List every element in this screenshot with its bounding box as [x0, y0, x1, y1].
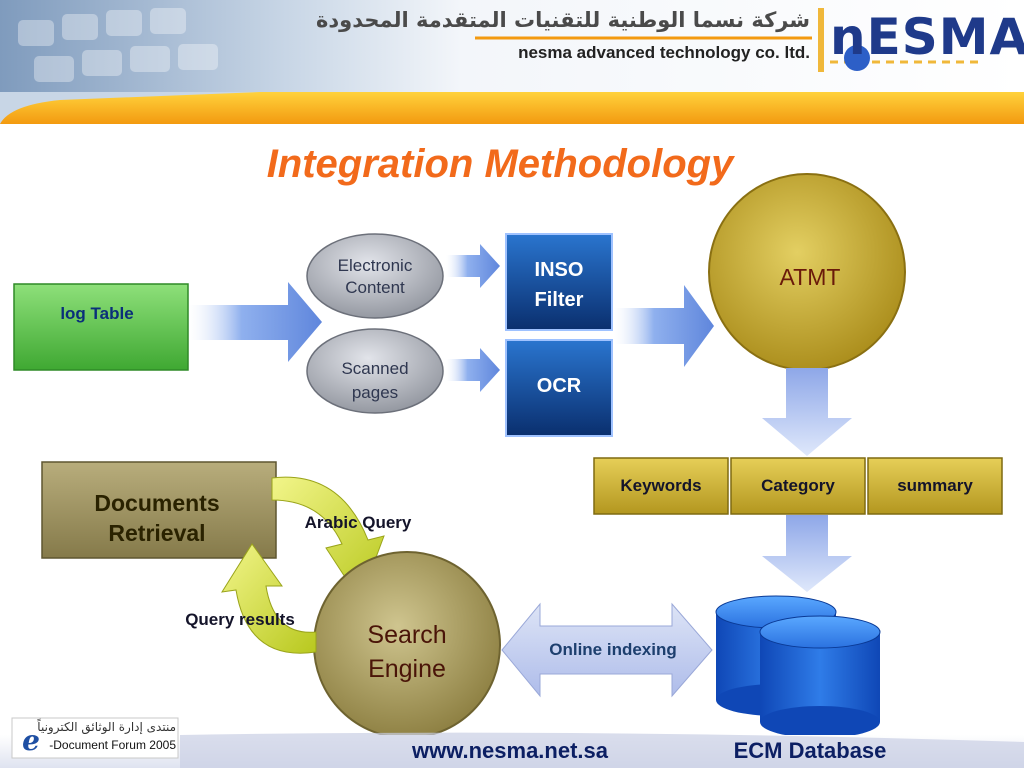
keywords-box [593, 457, 729, 515]
search-engine-label: Search Engine [367, 621, 447, 683]
inso-filter-box [505, 233, 613, 331]
company-name-arabic: شركة نسما الوطنية للتقنيات المتقدمة المح… [316, 8, 810, 32]
company-name-english: nesma advanced technology co. ltd. [518, 43, 810, 62]
arrow-log-to-content [188, 282, 322, 362]
electronic-content-oval [306, 233, 444, 319]
forum-name-arabic: منتدى إدارة الوثائق الكترونياً [37, 720, 176, 734]
online-indexing-label: Online indexing [549, 640, 677, 659]
header-corner [0, 92, 260, 124]
arrow-metadata-to-database [762, 515, 852, 592]
ecm-database-label: ECM Database [733, 738, 887, 763]
arrow-scanned-to-ocr [446, 348, 500, 392]
footer-swoosh [180, 732, 1024, 768]
documents-retrieval-label: Documents Retrieval [94, 490, 220, 546]
forum-logo-icon: e [22, 724, 40, 757]
summary-box [867, 457, 1003, 515]
page-title: Integration Methodology [266, 142, 734, 186]
arabic-query-label: Arabic Query [304, 513, 412, 532]
database-icon [715, 595, 881, 738]
log-table-box [13, 283, 189, 371]
arrow-content-to-inso [446, 244, 500, 288]
header-accent-bar [0, 92, 1024, 124]
category-box [730, 457, 866, 515]
scanned-pages-label: Scanned pages [341, 359, 409, 402]
website-link[interactable]: www.nesma.net.sa [411, 738, 609, 763]
arrow-online-indexing [501, 602, 713, 698]
ocr-box [505, 339, 613, 437]
logo-globe-icon [844, 45, 870, 71]
keywords-label: Keywords [620, 476, 702, 495]
category-label: Category [761, 476, 835, 495]
documents-retrieval-box [41, 461, 277, 559]
electronic-content-label: Electronic Content [337, 256, 413, 297]
arrow-atmt-to-metadata [762, 368, 852, 456]
atmt-label: ATMT [779, 264, 841, 290]
inso-filter-label: INSO Filter [534, 259, 584, 311]
ocr-label: OCR [536, 375, 582, 397]
forum-name-english: -Document Forum 2005 [49, 738, 176, 752]
arrow-to-atmt [614, 285, 714, 367]
nesma-logo: nESMA [830, 8, 1024, 66]
summary-label: summary [897, 476, 973, 495]
forum-logo-box [11, 717, 179, 759]
header-keyboard-art [18, 8, 218, 82]
logo-bracket [818, 8, 824, 72]
scanned-pages-oval [306, 328, 444, 414]
query-results-label: Query results [185, 610, 295, 629]
arrow-query-results [221, 543, 317, 654]
log-table-label: log Table [60, 304, 134, 323]
